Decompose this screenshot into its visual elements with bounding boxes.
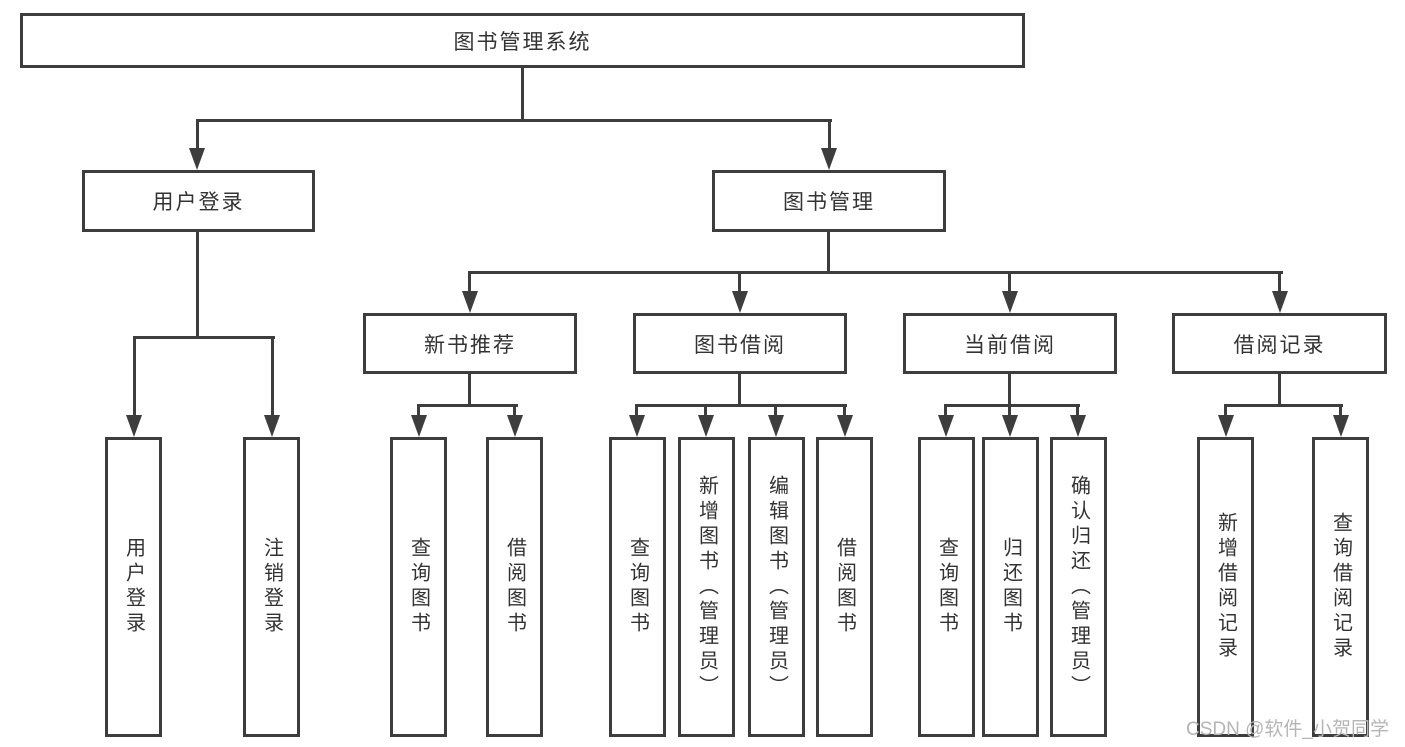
leaf-query-books-recommend: 查询图书 — [390, 437, 447, 737]
node-user-login: 用户登录 — [82, 170, 315, 232]
arrowhead-down-icon — [732, 291, 748, 313]
node-borrow-records: 借阅记录 — [1172, 313, 1387, 374]
connector-line — [1008, 271, 1011, 293]
connector-line — [1076, 404, 1079, 417]
node-root: 图书管理系统 — [20, 13, 1025, 68]
connector-line — [843, 404, 846, 417]
leaf-borrow-books: 借阅图书 — [816, 437, 873, 737]
arrowhead-down-icon — [1272, 291, 1288, 313]
arrowhead-down-icon — [1002, 415, 1018, 437]
arrowhead-down-icon — [938, 415, 954, 437]
arrowhead-down-icon — [629, 415, 645, 437]
connector-line — [774, 404, 777, 417]
leaf-return-book: 归还图书 — [982, 437, 1039, 737]
arrowhead-down-icon — [462, 291, 478, 313]
arrowhead-down-icon — [126, 415, 142, 437]
connector-line — [469, 271, 1283, 274]
leaf-logout: 注销登录 — [243, 437, 300, 737]
arrowhead-down-icon — [837, 415, 853, 437]
connector-line — [468, 374, 471, 407]
leaf-edit-book-admin: 编辑图书（管理员） — [748, 437, 805, 737]
connector-line — [417, 404, 420, 417]
connector-line — [271, 336, 274, 417]
leaf-query-borrow-record: 查询借阅记录 — [1312, 437, 1369, 737]
leaf-query-books-current: 查询图书 — [918, 437, 975, 737]
connector-line — [635, 404, 638, 417]
arrowhead-down-icon — [821, 148, 837, 170]
leaf-borrow-books-recommend: 借阅图书 — [486, 437, 543, 737]
arrowhead-down-icon — [1002, 291, 1018, 313]
connector-line — [704, 404, 707, 417]
node-current-borrow: 当前借阅 — [903, 313, 1117, 374]
arrowhead-down-icon — [768, 415, 784, 437]
connector-line — [944, 404, 947, 417]
node-book-management: 图书管理 — [712, 170, 946, 232]
connector-line — [738, 271, 741, 293]
connector-line — [196, 119, 199, 151]
connector-line — [196, 119, 832, 122]
connector-line — [828, 119, 831, 151]
arrowhead-down-icon — [507, 415, 523, 437]
leaf-confirm-return-admin: 确认归还（管理员） — [1050, 437, 1107, 737]
leaf-user-login: 用户登录 — [105, 437, 162, 737]
connector-line — [418, 404, 518, 407]
arrowhead-down-icon — [1218, 415, 1234, 437]
connector-line — [1224, 404, 1343, 407]
connector-line — [1278, 271, 1281, 293]
node-book-borrow: 图书借阅 — [633, 313, 847, 374]
connector-line — [196, 232, 199, 339]
node-new-book-recommend: 新书推荐 — [363, 313, 577, 374]
connector-line — [827, 232, 830, 274]
connector-line — [1339, 404, 1342, 417]
connector-line — [513, 404, 516, 417]
connector-line — [468, 271, 471, 293]
connector-line — [738, 374, 741, 407]
arrowhead-down-icon — [189, 148, 205, 170]
connector-line — [133, 336, 136, 417]
connector-line — [521, 68, 524, 122]
arrowhead-down-icon — [1070, 415, 1086, 437]
connector-line — [1278, 374, 1281, 407]
connector-line — [944, 404, 1080, 407]
arrowhead-down-icon — [698, 415, 714, 437]
arrowhead-down-icon — [1333, 415, 1349, 437]
leaf-query-books-borrow: 查询图书 — [609, 437, 666, 737]
connector-line — [1224, 404, 1227, 417]
leaf-add-borrow-record: 新增借阅记录 — [1197, 437, 1254, 737]
connector-line — [133, 336, 275, 339]
arrowhead-down-icon — [411, 415, 427, 437]
connector-line — [1008, 374, 1011, 407]
leaf-add-book-admin: 新增图书（管理员） — [678, 437, 735, 737]
connector-line — [635, 404, 847, 407]
arrowhead-down-icon — [264, 415, 280, 437]
connector-line — [1008, 404, 1011, 417]
watermark: CSDN @软件_小贺同学 — [1186, 719, 1389, 740]
